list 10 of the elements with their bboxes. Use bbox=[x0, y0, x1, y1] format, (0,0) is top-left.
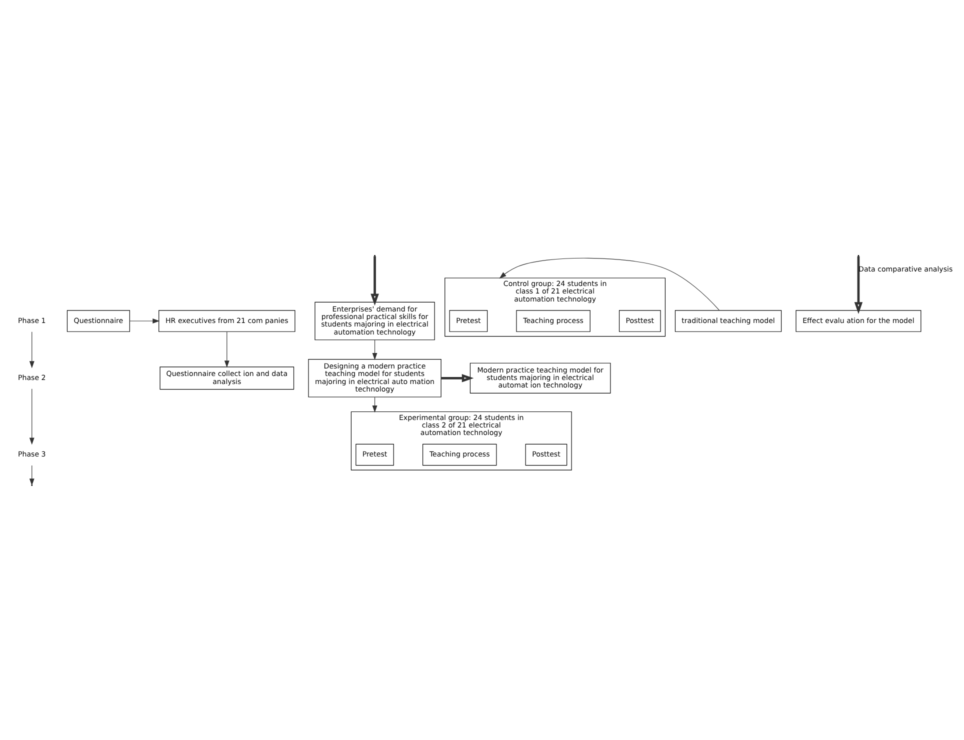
arrow bbox=[441, 374, 474, 382]
arrow bbox=[29, 331, 34, 368]
arrow bbox=[372, 339, 378, 360]
arrow bbox=[224, 331, 230, 368]
arrow bbox=[29, 464, 34, 486]
arrow bbox=[854, 256, 863, 314]
arrow bbox=[130, 318, 160, 323]
arrow bbox=[370, 256, 379, 306]
arrow bbox=[29, 388, 34, 444]
arrow bbox=[499, 257, 720, 310]
